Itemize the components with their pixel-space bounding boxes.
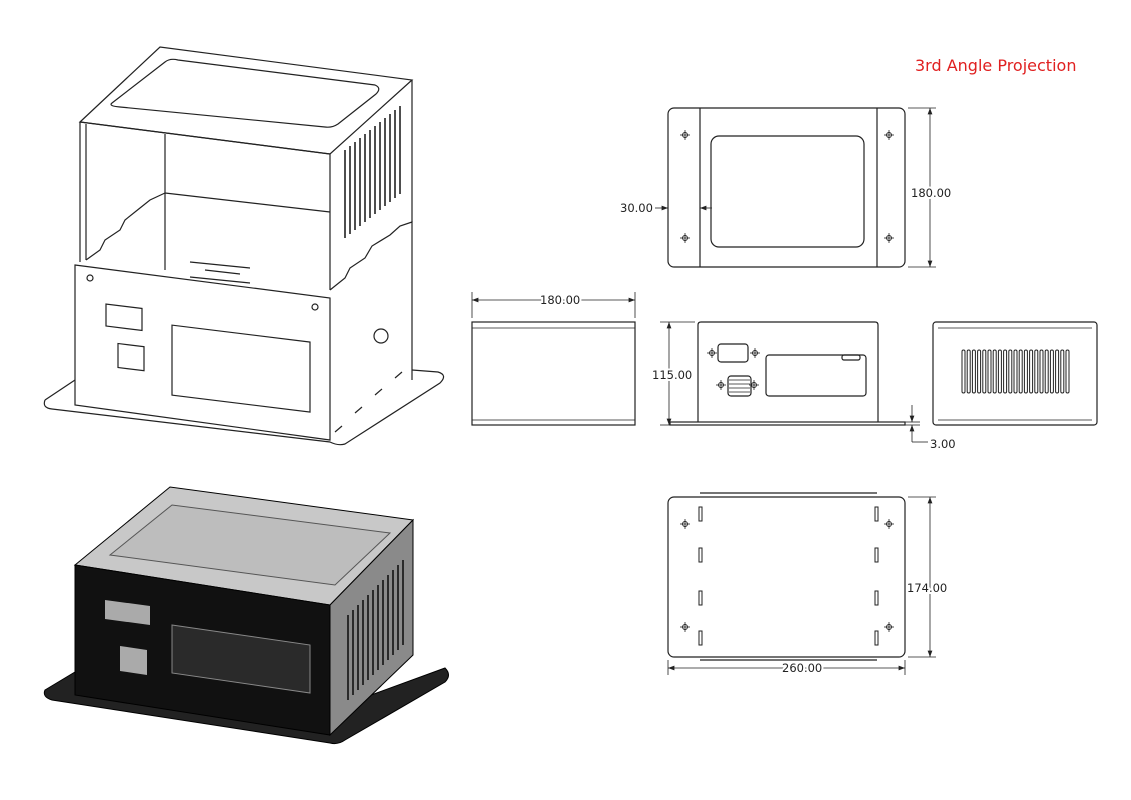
dim-front-height: 115.00 — [652, 368, 692, 382]
exploded-isometric-view — [43, 46, 445, 446]
shaded-isometric-view — [43, 486, 449, 745]
vent-slots — [961, 349, 1070, 394]
dim-bottom-width: 260.00 — [782, 661, 822, 675]
dim-top-flange: 30.00 — [620, 201, 653, 215]
bottom-view: 174.00 260.00 — [667, 492, 949, 677]
projection-title: 3rd Angle Projection — [915, 56, 1076, 75]
front-view: 115.00 3.00 — [650, 321, 956, 451]
right-side-view — [932, 321, 1098, 426]
dim-bottom-depth: 174.00 — [907, 581, 947, 595]
left-side-view: 180.00 — [471, 291, 636, 426]
top-view: 180.00 30.00 — [620, 107, 953, 268]
vent-slots — [344, 106, 401, 238]
dim-side-length: 180.00 — [540, 293, 580, 307]
dim-top-width: 180.00 — [911, 186, 951, 200]
dim-base-thickness: 3.00 — [930, 437, 956, 451]
